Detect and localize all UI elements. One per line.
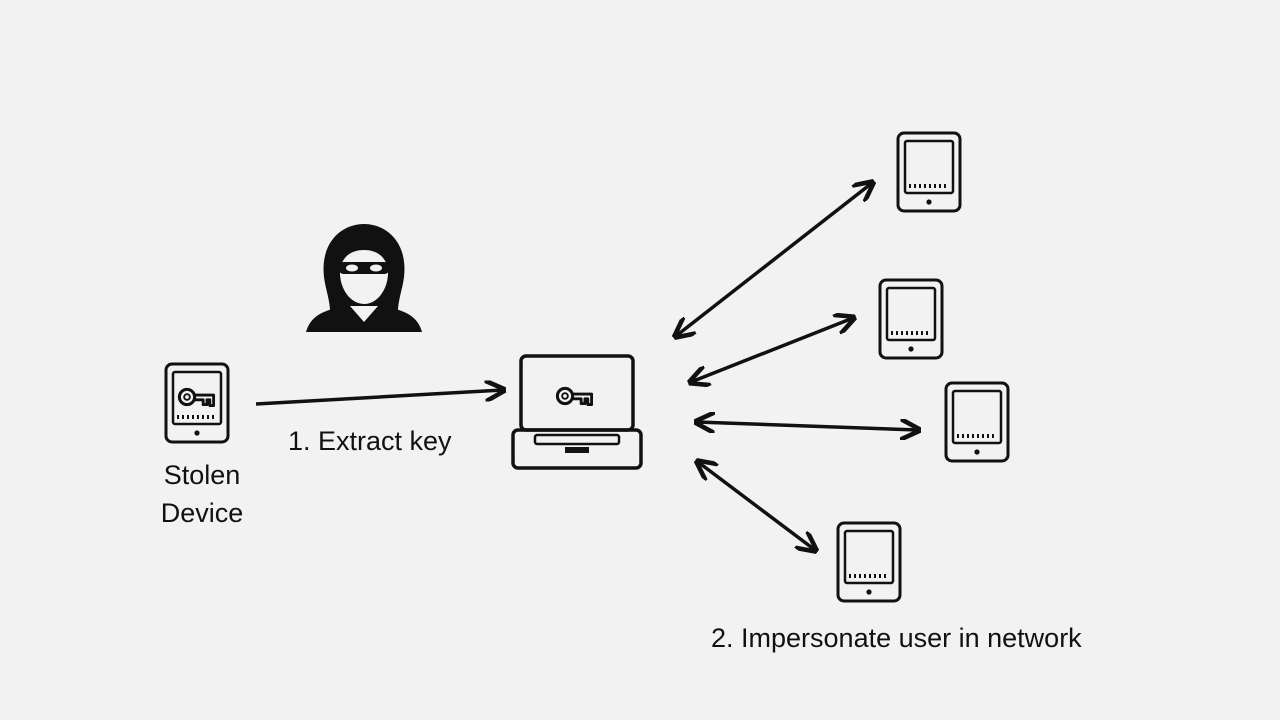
network-link-3-arrow — [697, 422, 918, 430]
extract-key-arrow — [255, 390, 503, 406]
network-device-3-icon — [944, 381, 1010, 463]
hooded-hacker-icon — [306, 224, 422, 332]
stolen-device-icon — [164, 362, 230, 444]
stolen-device-label: Stolen Device — [150, 456, 254, 532]
network-link-1-arrow — [676, 183, 872, 336]
step1-label: 1. Extract key — [288, 426, 452, 456]
step2-label: 2. Impersonate user in network — [711, 623, 1082, 653]
network-device-1-icon — [896, 131, 962, 213]
stolen-device-label-line1: Stolen — [163, 460, 241, 490]
laptop-with-key-icon — [511, 354, 643, 470]
stolen-device-label-line2: Device — [160, 498, 244, 528]
network-device-2-icon — [878, 278, 944, 360]
network-link-2-arrow — [691, 318, 853, 382]
network-link-4-arrow — [698, 462, 815, 550]
network-device-4-icon — [836, 521, 902, 603]
